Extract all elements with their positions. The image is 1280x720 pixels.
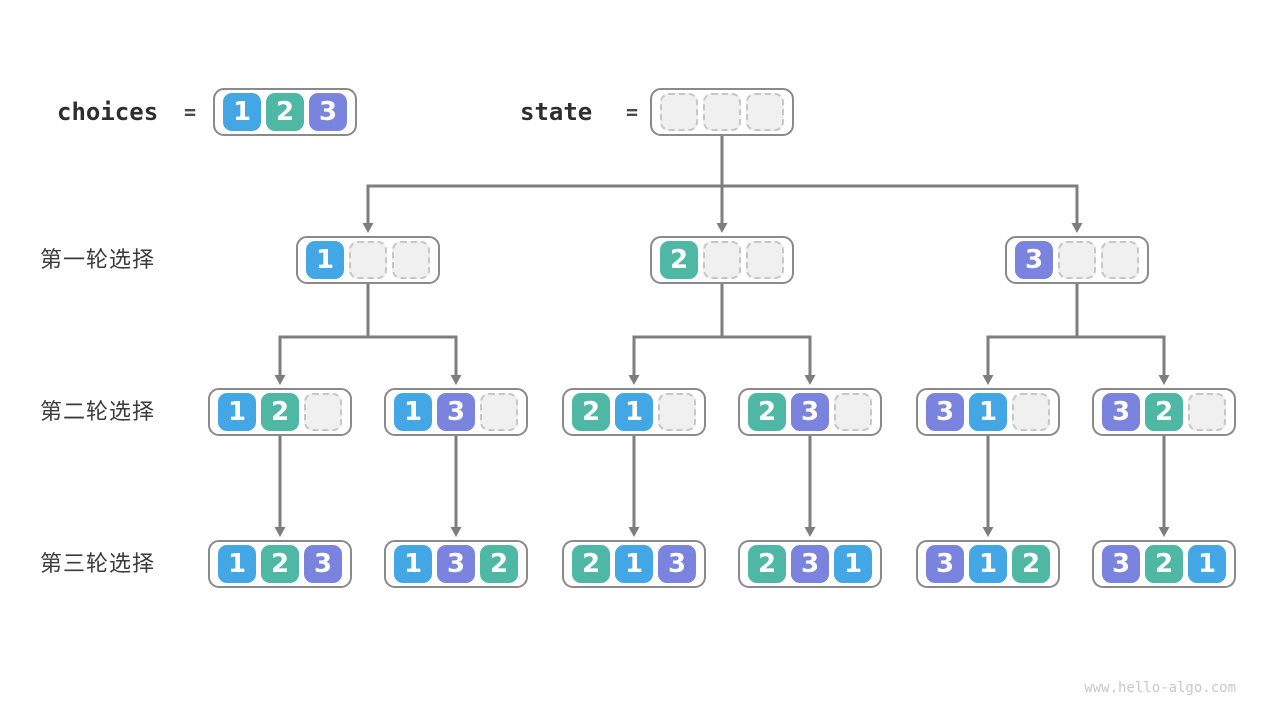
cell-value-1: 1 xyxy=(1188,545,1226,583)
cell-value-3: 3 xyxy=(304,545,342,583)
cell-value-2: 2 xyxy=(266,93,304,131)
cell-value-3: 3 xyxy=(926,545,964,583)
cell-empty xyxy=(304,393,342,431)
cell-empty xyxy=(658,393,696,431)
watermark: www.hello-algo.com xyxy=(1084,680,1236,696)
cell-empty xyxy=(746,241,784,279)
cell-empty xyxy=(349,241,387,279)
cell-value-3: 3 xyxy=(791,393,829,431)
cell-value-1: 1 xyxy=(306,241,344,279)
cell-value-3: 3 xyxy=(658,545,696,583)
cell-value-2: 2 xyxy=(572,545,610,583)
cell-empty xyxy=(703,93,741,131)
cell-value-1: 1 xyxy=(394,545,432,583)
row-label-round-1: 第一轮选择 xyxy=(40,247,156,272)
row-label-round-3: 第三轮选择 xyxy=(40,551,156,576)
cell-value-3: 3 xyxy=(791,545,829,583)
cell-value-1: 1 xyxy=(969,545,1007,583)
cell-value-2: 2 xyxy=(1145,393,1183,431)
cell-value-3: 3 xyxy=(437,393,475,431)
state-label: state xyxy=(520,98,593,126)
cell-value-1: 1 xyxy=(969,393,1007,431)
cell-value-1: 1 xyxy=(615,393,653,431)
cell-value-2: 2 xyxy=(748,545,786,583)
tree-node-round1-1: 1 xyxy=(296,236,440,284)
cell-empty xyxy=(1058,241,1096,279)
cell-value-3: 3 xyxy=(926,393,964,431)
cell-value-2: 2 xyxy=(261,545,299,583)
cell-empty xyxy=(746,93,784,131)
cell-value-3: 3 xyxy=(1102,545,1140,583)
cell-value-2: 2 xyxy=(1145,545,1183,583)
cell-value-1: 1 xyxy=(218,393,256,431)
row-label-round-2: 第二轮选择 xyxy=(40,399,156,424)
cell-value-3: 3 xyxy=(1102,393,1140,431)
cell-value-2: 2 xyxy=(261,393,299,431)
cell-empty xyxy=(480,393,518,431)
cell-empty xyxy=(1188,393,1226,431)
cell-value-1: 1 xyxy=(223,93,261,131)
state-array-box xyxy=(650,88,794,136)
cell-value-2: 2 xyxy=(572,393,610,431)
cell-empty xyxy=(1101,241,1139,279)
choices-equals-sign: = xyxy=(184,100,197,124)
choices-label: choices xyxy=(57,98,159,126)
cell-empty xyxy=(660,93,698,131)
cell-value-2: 2 xyxy=(748,393,786,431)
state-equals-sign: = xyxy=(626,100,639,124)
cell-value-3: 3 xyxy=(437,545,475,583)
cell-empty xyxy=(392,241,430,279)
cell-empty xyxy=(1012,393,1050,431)
cell-value-2: 2 xyxy=(1012,545,1050,583)
tree-node-round1-3: 3 xyxy=(1005,236,1149,284)
cell-value-2: 2 xyxy=(480,545,518,583)
cell-empty xyxy=(703,241,741,279)
tree-node-round1-2: 2 xyxy=(650,236,794,284)
cell-value-1: 1 xyxy=(394,393,432,431)
cell-value-1: 1 xyxy=(834,545,872,583)
cell-value-3: 3 xyxy=(309,93,347,131)
cell-value-3: 3 xyxy=(1015,241,1053,279)
cell-value-1: 1 xyxy=(615,545,653,583)
cell-value-2: 2 xyxy=(660,241,698,279)
cell-empty xyxy=(834,393,872,431)
cell-value-1: 1 xyxy=(218,545,256,583)
